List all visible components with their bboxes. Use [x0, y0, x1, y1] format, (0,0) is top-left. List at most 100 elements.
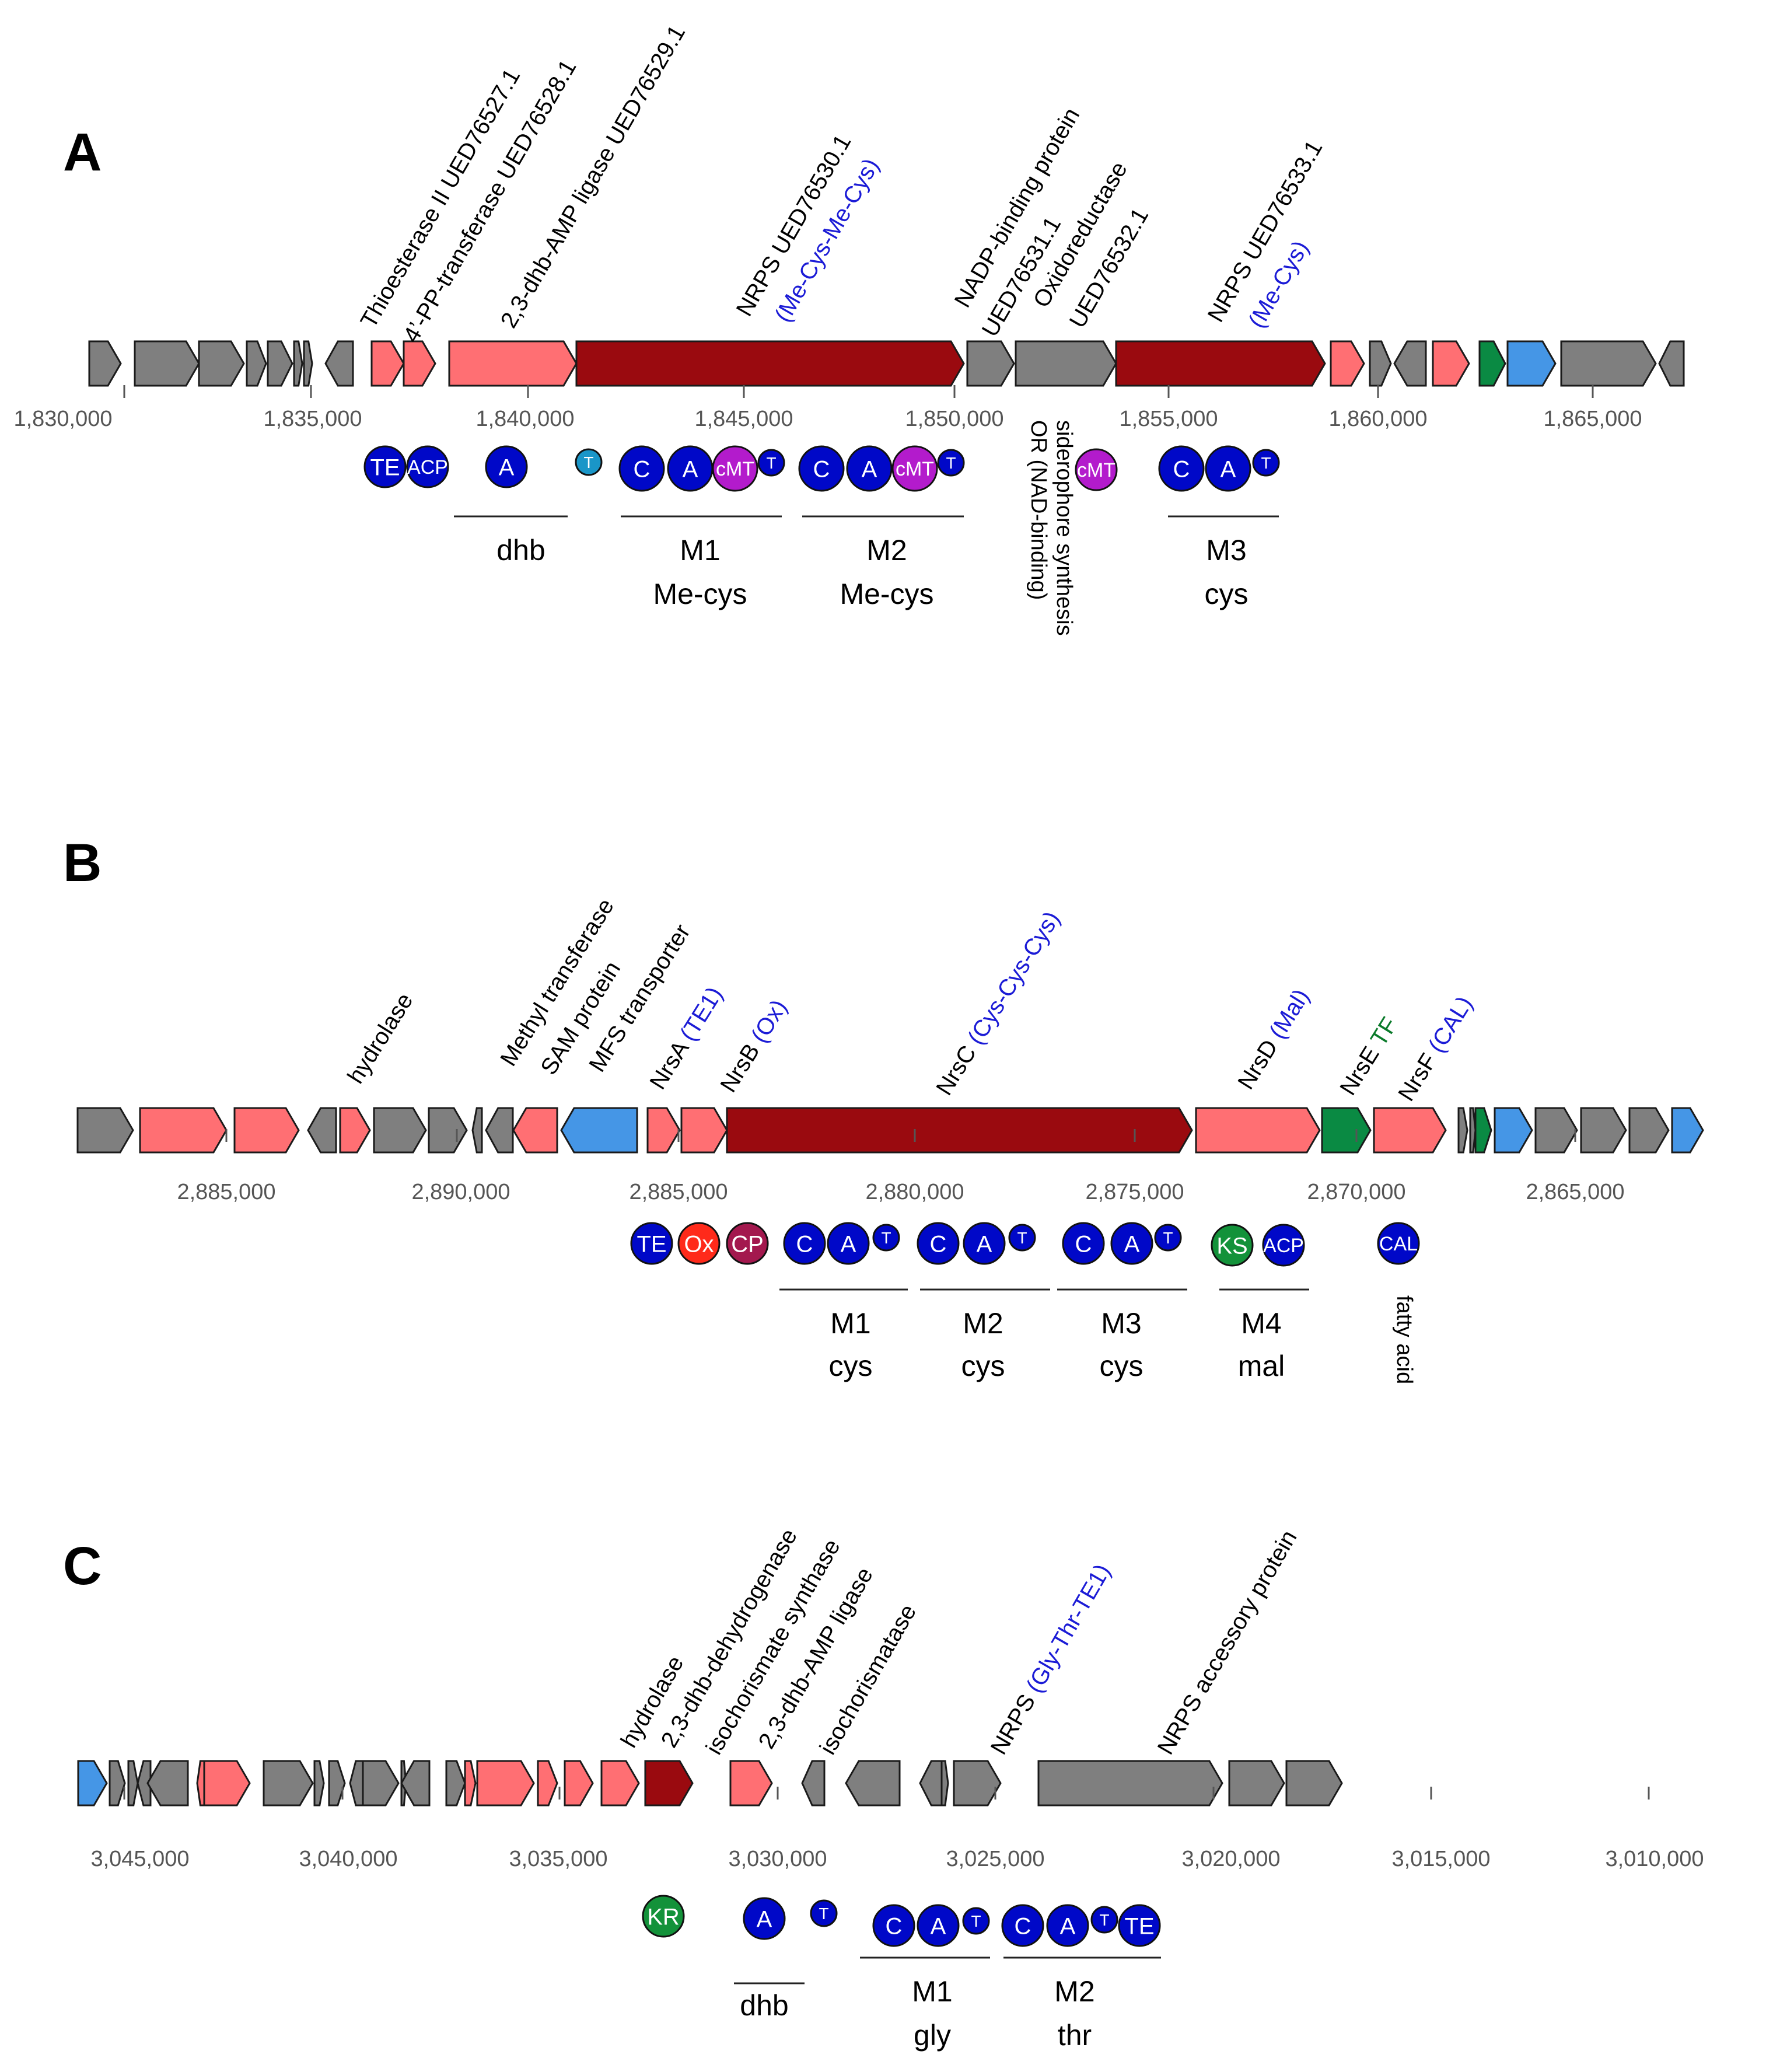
gene-label-part: hydrolase [342, 988, 418, 1088]
domain-circle [917, 1904, 960, 1947]
module-label: M4 [1241, 1307, 1281, 1340]
domain-t: T [1154, 1224, 1182, 1252]
domain-label: C [1173, 456, 1190, 482]
gene-arrow [1015, 340, 1117, 387]
module-label: cys [1100, 1350, 1143, 1382]
domain-circle [406, 445, 449, 488]
module-label: gly [914, 2019, 951, 2052]
gene-arrow [362, 1760, 400, 1807]
domain-c: C [1158, 445, 1205, 492]
domain-circle [1075, 448, 1118, 491]
domain-circle [363, 445, 407, 488]
domain-circle [872, 1904, 915, 1947]
axis-tick-label: 1,830,000 [13, 407, 112, 431]
module-label: M3 [1101, 1307, 1141, 1340]
gene-arrow [403, 340, 436, 387]
domain-a: A [667, 445, 714, 492]
gene-arrow [267, 340, 293, 387]
axis-tick-label: 2,865,000 [1526, 1180, 1624, 1204]
gene-arrow [801, 1760, 826, 1807]
domain-label: A [1221, 456, 1236, 482]
axis-tick-label: 1,850,000 [905, 407, 1003, 431]
domain-t: T [937, 449, 965, 477]
domain-label: cMT [1077, 459, 1115, 481]
gene-arrow [1628, 1107, 1670, 1154]
domain-a: A [1205, 445, 1251, 492]
domain-circle [963, 1222, 1006, 1265]
gene-label: NrsE TF [1335, 1013, 1403, 1100]
gene-arrow [1494, 1107, 1533, 1154]
domain-t: T [810, 1899, 838, 1927]
domain-te: TE [1118, 1904, 1161, 1947]
domain-c: C [798, 445, 845, 492]
domain-label: cMT [716, 458, 754, 480]
domain-circle [1252, 449, 1280, 477]
domain-circle [642, 1895, 685, 1938]
gene-label: NrsF (CAL) [1393, 992, 1477, 1106]
gene-label-part: (TE1) [675, 983, 728, 1046]
domain-cp: CP [726, 1222, 769, 1265]
domain-cal: CAL [1377, 1222, 1420, 1265]
gene-arrow [1195, 1107, 1321, 1154]
domain-kr: KR [642, 1895, 685, 1938]
gene-arrow [564, 1760, 594, 1807]
gene-arrow [1658, 340, 1685, 387]
domain-a: A [1046, 1904, 1089, 1947]
domain-circle [677, 1222, 721, 1265]
domain-circle [1211, 1224, 1254, 1267]
domain-label: A [499, 455, 515, 480]
gene-label: NrsC (Cys-Cys-Cys) [931, 907, 1065, 1099]
domain-label: A [841, 1231, 856, 1257]
axis-tick-label: 1,840,000 [475, 407, 574, 431]
gene-arrow [448, 340, 578, 387]
domain-t: T [1008, 1224, 1036, 1252]
gene-arrow [77, 1760, 108, 1807]
module-label: cys [1205, 578, 1249, 610]
domain-circle [1110, 1222, 1153, 1265]
module-label: dhb [740, 1989, 788, 2022]
domain-circle [1118, 1904, 1161, 1947]
gene-arrow [1506, 340, 1557, 387]
domain-circle [726, 1222, 769, 1265]
domain-label: T [1017, 1229, 1027, 1247]
domain-circle [575, 448, 603, 476]
gene-arrow [537, 1760, 558, 1807]
domain-label: T [819, 1905, 828, 1923]
gene-arrow [1478, 340, 1506, 387]
gene-arrow [370, 340, 405, 387]
gene-label-part: NRPS accessory protein [1153, 1526, 1302, 1759]
domain-a: A [846, 445, 893, 492]
domain-circle [891, 445, 938, 492]
axis-tick-label: 3,030,000 [728, 1847, 827, 1871]
gene-arrow [1321, 1107, 1372, 1154]
gene-arrow [134, 340, 200, 387]
gene-arrow [127, 1760, 139, 1807]
axis-tick-label: 2,885,000 [629, 1180, 728, 1204]
axis-tick-label: 3,025,000 [946, 1847, 1044, 1871]
domain-label: KS [1216, 1233, 1247, 1259]
module-label: M1 [912, 1975, 952, 2008]
gene-arrow [263, 1760, 314, 1807]
axis-tick-label: 3,045,000 [90, 1847, 189, 1871]
module-label: Me-cys [653, 578, 747, 610]
domain-circle [1205, 445, 1251, 492]
domain-label: A [931, 1913, 946, 1939]
domain-acp: ACP [1262, 1224, 1305, 1267]
gene-arrow [233, 1107, 300, 1154]
gene-arrow [464, 1760, 477, 1807]
domain-label: cMT [896, 458, 934, 480]
domain-a: A [963, 1222, 1006, 1265]
domain-label: CP [731, 1231, 764, 1257]
gene-arrow [293, 340, 303, 387]
gene-arrow [726, 1107, 1193, 1154]
domain-label: T [1261, 454, 1271, 472]
gene-arrow [349, 1760, 364, 1807]
domain-label: A [1124, 1231, 1140, 1257]
axis-tick-label: 2,880,000 [865, 1180, 964, 1204]
domain-circle [1377, 1222, 1420, 1265]
axis-tick-label: 1,860,000 [1328, 407, 1427, 431]
domain-te: TE [630, 1222, 673, 1265]
domain-a: A [827, 1222, 870, 1265]
